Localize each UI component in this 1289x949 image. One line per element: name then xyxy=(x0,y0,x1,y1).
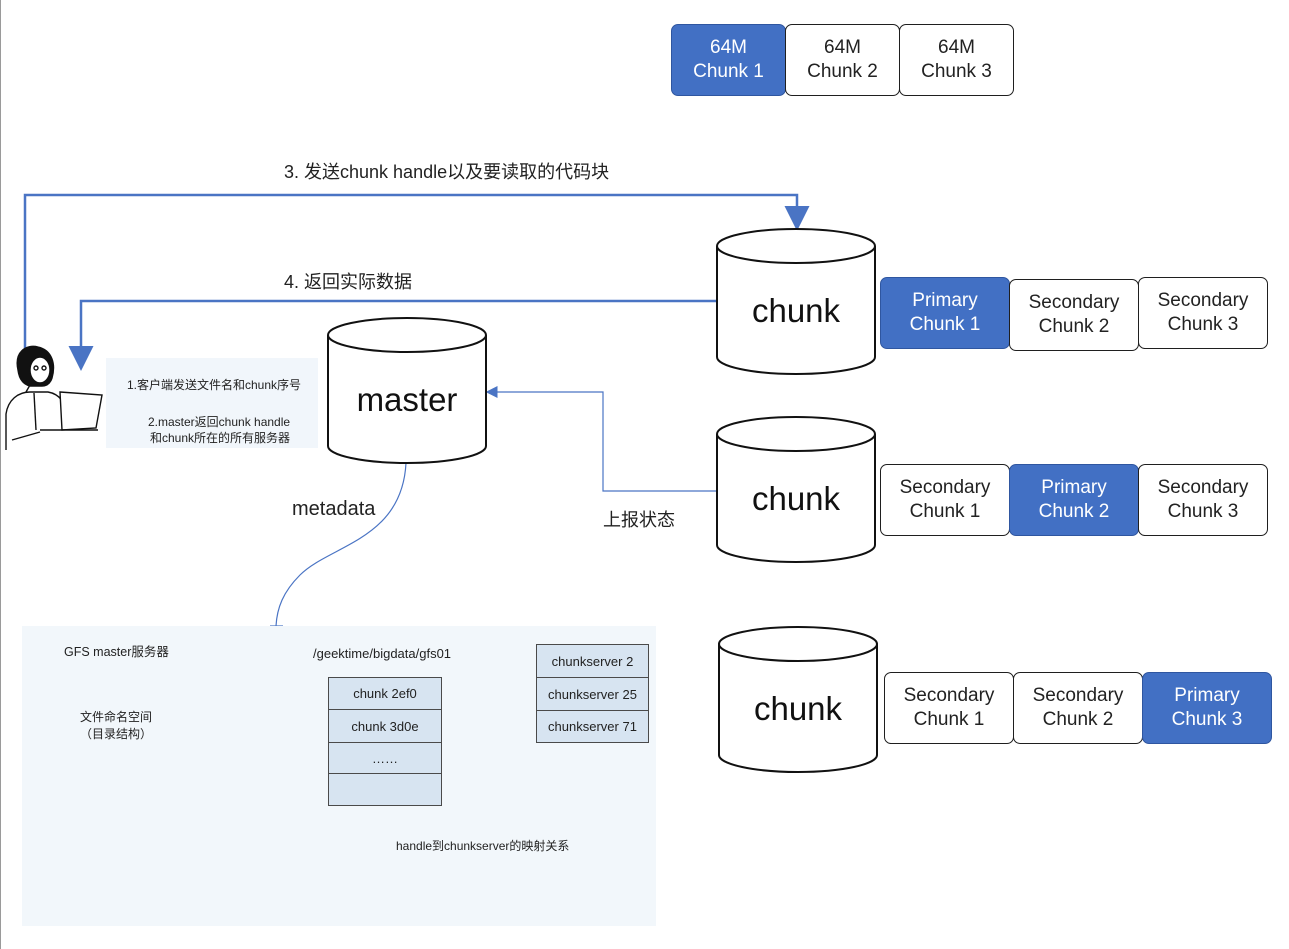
metadata-curve xyxy=(275,462,407,627)
chunkserver-cylinder-2 xyxy=(716,416,876,563)
replica-chunk-name: Chunk 2 xyxy=(1038,501,1110,522)
report-status-label: 上报状态 xyxy=(603,510,675,530)
handle-cell: chunk 3d0e xyxy=(328,709,442,743)
master-label: master xyxy=(356,381,458,418)
replica-chunk-name: Chunk 2 xyxy=(1038,316,1110,337)
step4-label: 4. 返回实际数据 xyxy=(284,272,413,292)
replica-chunk-name: Chunk 2 xyxy=(1042,709,1114,730)
chunk-name-text: Chunk 3 xyxy=(921,61,992,82)
chunkserver-cell: chunkserver 2 xyxy=(536,644,649,678)
replica-chunk-name: Chunk 3 xyxy=(1167,501,1239,522)
replica-role: Secondary xyxy=(899,477,991,498)
handle-cell: …… xyxy=(328,742,442,774)
chunkserver-cell: chunkserver 25 xyxy=(536,677,649,711)
replica-role: Secondary xyxy=(1157,290,1249,311)
request-note-bg xyxy=(106,358,318,448)
chunk-size-text: 64M xyxy=(938,37,975,58)
client-user-icon xyxy=(5,345,103,450)
chunk-size-box: 64M Chunk 2 xyxy=(785,24,900,96)
chunk-name-text: Chunk 1 xyxy=(693,61,764,82)
chunkserver-cylinder-1 xyxy=(716,228,876,375)
chunkserver-label-3: chunk xyxy=(753,690,843,727)
chunk-size-box: 64M Chunk 3 xyxy=(899,24,1014,96)
replica-role: Secondary xyxy=(903,685,995,706)
step2-label-line2: 和chunk所在的所有服务器 xyxy=(150,431,291,445)
chunkserver-cell: chunkserver 71 xyxy=(536,710,649,743)
handle-cell xyxy=(328,773,442,806)
namespace-label-line1: 文件命名空间 xyxy=(80,710,153,724)
handle-cell: chunk 2ef0 xyxy=(328,677,442,710)
chunk-size-text: 64M xyxy=(824,37,861,58)
master-cylinder xyxy=(327,317,487,464)
chunkserver-cylinder-3 xyxy=(718,626,878,773)
replica-chunk-name: Chunk 1 xyxy=(909,501,981,522)
report-arrow xyxy=(485,386,717,492)
gfs-panel-title: GFS master服务器 xyxy=(64,645,169,659)
step1-label: 1.客户端发送文件名和chunk序号 xyxy=(127,378,302,392)
chunkserver-label-2: chunk xyxy=(751,480,841,517)
replica-role: Secondary xyxy=(1032,685,1124,706)
chunkserver-label-1: chunk xyxy=(751,292,841,329)
replica-role: Primary xyxy=(1174,685,1240,706)
chunk-name-text: Chunk 2 xyxy=(807,61,878,82)
chunk-size-text: 64M xyxy=(710,37,747,58)
mapping-caption: handle到chunkserver的映射关系 xyxy=(396,839,570,853)
replica-role: Secondary xyxy=(1157,477,1249,498)
step4-arrow xyxy=(68,299,717,371)
file-path: /geektime/bigdata/gfs01 xyxy=(313,646,452,661)
step3-label: 3. 发送chunk handle以及要读取的代码块 xyxy=(284,162,610,182)
metadata-label: metadata xyxy=(292,498,376,520)
replica-chunk-name: Chunk 1 xyxy=(909,314,981,335)
namespace-label-line2: （目录结构） xyxy=(80,727,153,741)
chunk-size-box: 64M Chunk 1 xyxy=(671,24,786,96)
replica-chunk-name: Chunk 1 xyxy=(913,709,985,730)
replica-role: Primary xyxy=(1041,477,1107,498)
step2-label-line1: 2.master返回chunk handle xyxy=(148,415,291,429)
replica-role: Primary xyxy=(912,290,978,311)
replica-role: Secondary xyxy=(1028,292,1120,313)
replica-chunk-name: Chunk 3 xyxy=(1171,709,1243,730)
replica-chunk-name: Chunk 3 xyxy=(1167,314,1239,335)
step3-arrow xyxy=(23,193,810,350)
